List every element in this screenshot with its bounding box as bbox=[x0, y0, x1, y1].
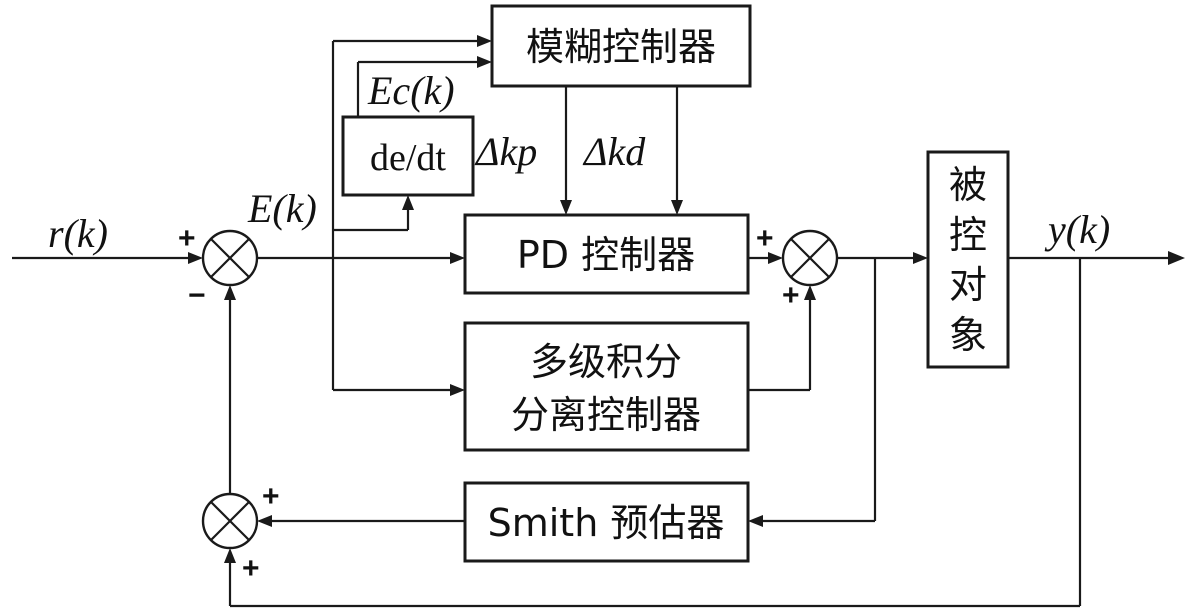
sum2-plus-left-sign: + bbox=[756, 222, 774, 255]
plant-char-3: 对 bbox=[949, 263, 987, 307]
pd-controller-label: PD 控制器 bbox=[517, 233, 695, 277]
sum-junction-controller bbox=[781, 229, 839, 287]
output-signal-label: y(k) bbox=[1044, 207, 1110, 252]
smith-predictor-block: Smith 预估器 bbox=[463, 481, 750, 563]
plant-char-2: 控 bbox=[949, 213, 987, 257]
sum1-minus-sign: − bbox=[188, 279, 206, 312]
pd-controller-block: PD 控制器 bbox=[463, 213, 750, 295]
plant-char-1: 被 bbox=[949, 163, 987, 207]
error-signal-label: E(k) bbox=[247, 186, 317, 231]
multilevel-label-line1: 多级积分 bbox=[530, 340, 682, 384]
sum2-plus-bottom-sign: + bbox=[782, 279, 800, 312]
arrowheads bbox=[188, 35, 1185, 563]
delta-kd-label: Δkd bbox=[582, 129, 646, 174]
sum3-plus-bottom-sign: + bbox=[242, 552, 260, 585]
plant-block: 被 控 对 象 bbox=[926, 150, 1010, 369]
sum-junction-feedback bbox=[201, 492, 259, 550]
sum3-plus-right-sign: + bbox=[262, 480, 280, 513]
reference-signal-label: r(k) bbox=[48, 211, 108, 256]
sum-junction-error bbox=[201, 229, 259, 287]
multilevel-label-line2: 分离控制器 bbox=[511, 393, 701, 437]
fuzzy-controller-label: 模糊控制器 bbox=[526, 25, 716, 69]
delta-kp-label: Δkp bbox=[474, 129, 537, 174]
derivative-label: de/dt bbox=[370, 137, 446, 179]
fuzzy-controller-block: 模糊控制器 bbox=[490, 4, 752, 88]
derivative-block: de/dt bbox=[341, 115, 475, 197]
error-change-label: Ec(k) bbox=[367, 68, 455, 113]
plant-char-4: 象 bbox=[949, 313, 987, 357]
smith-predictor-label: Smith 预估器 bbox=[488, 501, 725, 545]
sum1-plus-sign: + bbox=[178, 222, 196, 255]
connection-lines bbox=[12, 39, 1170, 608]
multilevel-integral-block: 多级积分 分离控制器 bbox=[463, 321, 750, 452]
